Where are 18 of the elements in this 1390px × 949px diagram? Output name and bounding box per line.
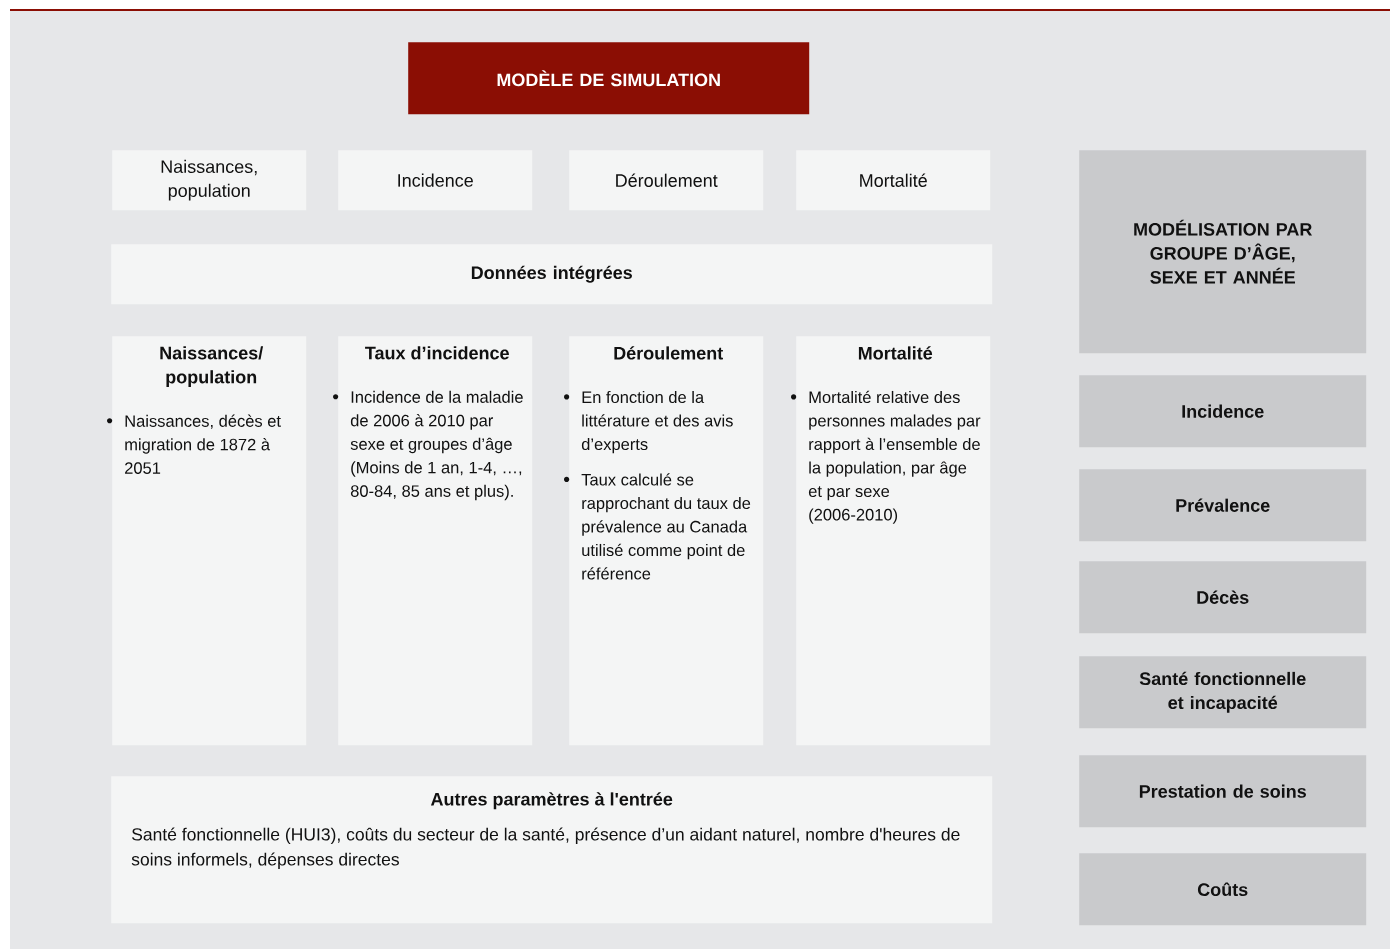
output-heading-box: MODÉLISATION PAR GROUPE D’ÂGE, SEXE ET ANNÉE [1079,150,1367,354]
input-box: Mortalité [796,150,991,211]
data-column: Mortalité Mortalité relative des personnes malades par rapport à l’ensemble de la population, par âge et par sexe (2006-2010) [791,336,991,746]
output-box: Prestation de soins [1079,755,1367,828]
data-band: Données intégrées [111,244,993,305]
output-box: Santé fonctionnelle et incapacité [1079,656,1367,729]
output-box: Prévalence [1079,469,1367,542]
output-box: Coûts [1079,853,1367,926]
output-box: Décès [1079,561,1367,634]
input-box: Déroulement [569,150,764,211]
title-box: MODÈLE DE SIMULATION [408,42,810,115]
input-box: Naissances, population [112,150,307,211]
data-column: Déroulement En fonction de la littérature et des avis d’experts Taux calculé se rapprochant du taux de prévalence au Canada utilisé comme point de référence [564,336,764,746]
output-box: Incidence [1079,375,1367,448]
parameters-box: Autres paramètres à l'entrée Santé fonctionnelle (HUI3), coûts du secteur de la santé, présence d’un aidant naturel, nombre d'heures de soins informels, dépenses directes [111,776,993,924]
input-box: Incidence [338,150,533,211]
data-column: Taux d’incidence Incidence de la maladie de 2006 à 2010 par sexe et groupes d’âge (Moins de 1 an, 1-4, …, 80-84, 85 ans et plus). [333,336,533,746]
data-column: Naissances/ population Naissances, décès et migration de 1872 à 2051 [107,336,307,746]
